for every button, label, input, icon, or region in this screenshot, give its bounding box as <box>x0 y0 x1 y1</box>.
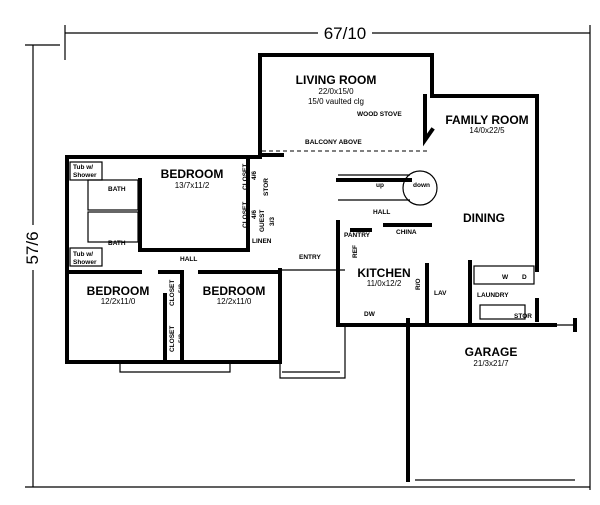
guest-label: GUEST <box>259 210 266 232</box>
lav-label: LAV <box>434 290 447 297</box>
garage-size: 21/3x21/7 <box>473 359 509 368</box>
balcony-label: BALCONY ABOVE <box>305 139 362 146</box>
walls <box>65 53 577 482</box>
family-room-label: FAMILY ROOM <box>445 113 528 127</box>
ref-label: REF <box>352 245 359 258</box>
thin-details <box>69 161 575 481</box>
closet1-label: CLOSET <box>242 164 249 190</box>
kitchen-label: KITCHEN <box>357 266 410 280</box>
family-room-size: 14/0x22/5 <box>469 126 505 135</box>
dryer-label: D <box>522 274 527 281</box>
hall-center-label: HALL <box>373 209 390 216</box>
bedroom2-label: BEDROOM <box>87 284 150 298</box>
ro-label: R/O <box>415 278 422 290</box>
laundry-label: LAUNDRY <box>477 292 509 299</box>
living-room-note: 15/0 vaulted clg <box>308 97 364 106</box>
china-label: CHINA <box>396 229 417 236</box>
closet1-size: 4/6 <box>251 171 258 180</box>
dining-label: DINING <box>463 211 505 225</box>
living-room-label: LIVING ROOM <box>296 73 377 87</box>
wood-stove-label: WOOD STOVE <box>357 111 402 118</box>
hall-left-label: HALL <box>180 256 197 263</box>
shower2-label: Shower <box>73 259 97 266</box>
entry-label: ENTRY <box>299 254 321 261</box>
bath1-label: BATH <box>108 186 126 193</box>
closet4-size: 5/3 <box>178 334 185 343</box>
master-bedroom-label: BEDROOM <box>161 167 224 181</box>
stor-label: STOR <box>263 178 270 196</box>
tub2-label: Tub w/ <box>73 251 93 258</box>
dw-label: DW <box>364 311 376 318</box>
closet2-label: CLOSET <box>242 202 249 228</box>
closet2-size: 4/6 <box>251 210 258 219</box>
kitchen-size: 11/0x12/2 <box>367 279 402 288</box>
guest-size: 3/3 <box>269 217 276 226</box>
overall-depth: 57/6 <box>23 231 42 264</box>
stairs-up-label: up <box>376 182 384 189</box>
overall-width: 67/10 <box>324 24 367 43</box>
living-room-size: 22/0x15/0 <box>318 87 354 96</box>
bedroom3-size: 12/2x11/0 <box>217 297 252 306</box>
stairs-down-label: down <box>413 182 430 189</box>
closet4-label: CLOSET <box>169 326 176 352</box>
bedroom3-label: BEDROOM <box>203 284 266 298</box>
dimension-lines <box>25 25 591 490</box>
closet3-label: CLOSET <box>169 280 176 306</box>
bath2-label: BATH <box>108 240 126 247</box>
garage-label: GARAGE <box>465 345 518 359</box>
tub1-label: Tub w/ <box>73 164 93 171</box>
washer-label: W <box>502 274 509 281</box>
shower1-label: Shower <box>73 172 97 179</box>
bedroom2-size: 12/2x11/0 <box>101 297 136 306</box>
stor2-label: STOR <box>514 313 532 320</box>
linen-label: LINEN <box>252 238 272 245</box>
closet3-size: 5/3 <box>178 284 185 293</box>
pantry-label: PANTRY <box>344 232 371 239</box>
master-bedroom-size: 13/7x11/2 <box>175 181 210 190</box>
